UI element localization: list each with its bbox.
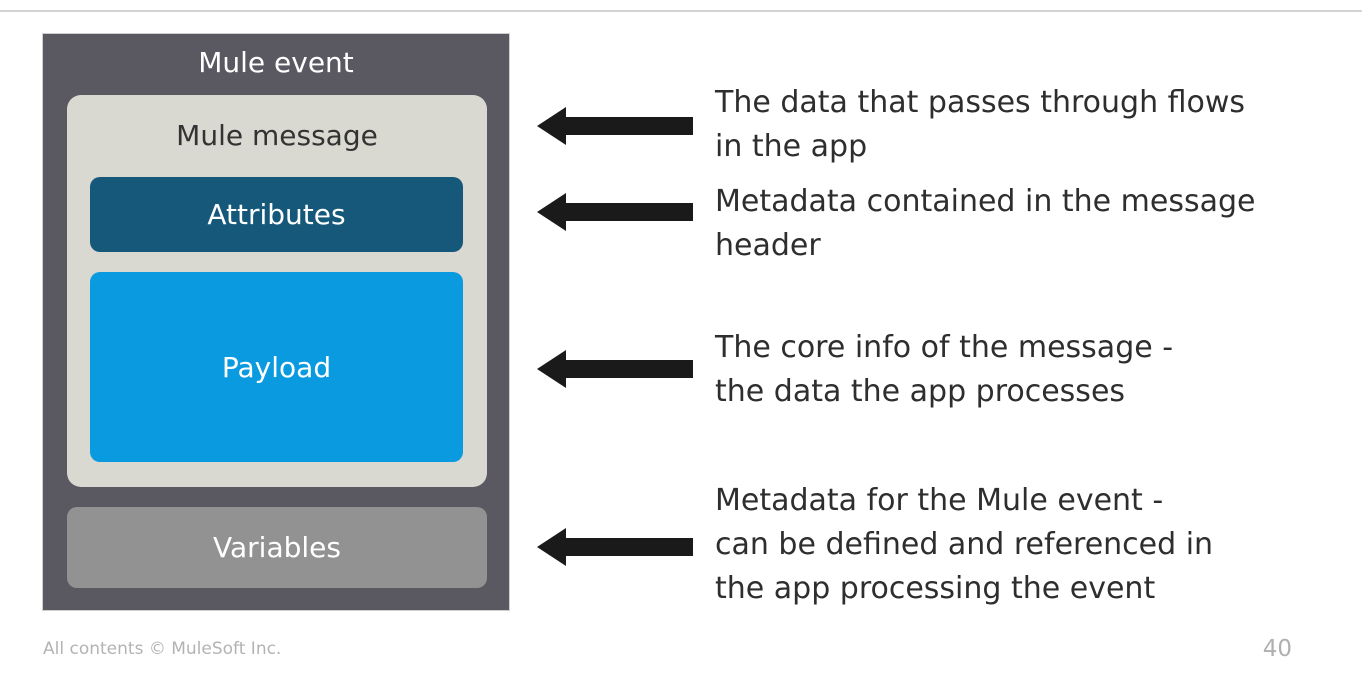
arrow-to-variables-icon [537,528,693,566]
page-number: 40 [1262,636,1292,662]
copyright-text: All contents © MuleSoft Inc. [43,639,282,659]
attributes-label: Attributes [207,198,346,231]
annotation-variables: Metadata for the Mule event - can be def… [715,483,1214,606]
arrow-to-payload-icon [537,350,693,388]
annotation-payload: The core info of the message - the data … [715,330,1174,409]
annotation-attributes: Metadata contained in the message header [715,184,1256,263]
top-divider-line [0,10,1362,12]
mule-message-box: Mule message Attributes Payload [67,95,487,487]
payload-box: Payload [90,272,463,462]
mule-event-box: Mule event Mule message Attributes Paylo… [42,33,510,611]
variables-label: Variables [213,531,341,564]
annotation-mule-message: The data that passes through flows in th… [715,85,1246,164]
payload-label: Payload [221,350,332,384]
arrow-to-attributes-icon [537,193,693,231]
variables-box: Variables [67,507,487,588]
attributes-box: Attributes [90,177,463,252]
mule-message-label: Mule message [176,119,378,152]
mule-event-label: Mule event [198,46,354,79]
arrow-to-mule-message-icon [537,107,693,145]
